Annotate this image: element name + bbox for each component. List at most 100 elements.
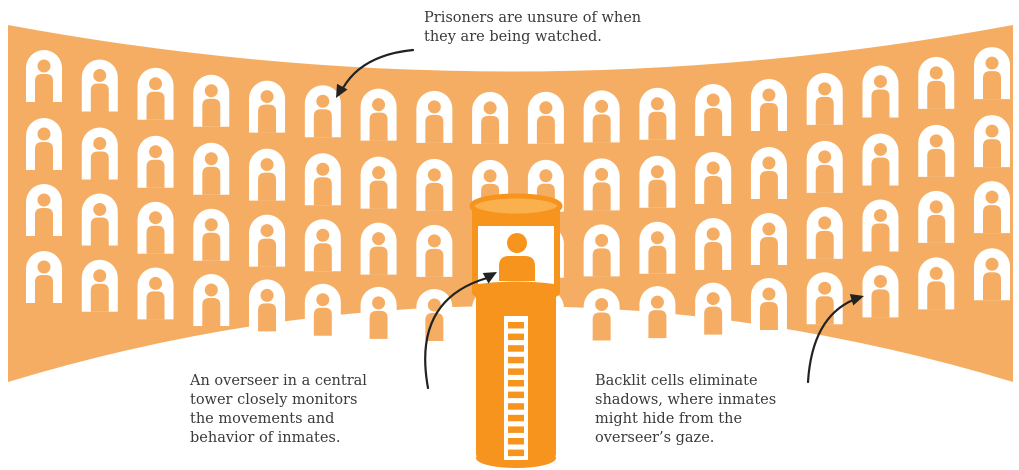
annotation-backlit-cells: Backlit cells eliminate shadows, where i…: [595, 372, 776, 448]
prison-cell: [974, 248, 1010, 301]
annotation-prisoners-unsure: Prisoners are unsure of when they are be…: [424, 9, 641, 47]
prison-cell: [974, 47, 1010, 100]
annotation-line: tower closely monitors: [190, 392, 358, 408]
inmate-icon: [927, 134, 946, 177]
prison-cell: [639, 286, 676, 339]
annotation-line: An overseer in a central: [190, 373, 367, 389]
inmate-icon: [146, 276, 165, 320]
prison-cell: [26, 251, 62, 303]
prison-cell: [304, 85, 341, 138]
prison-cell: [583, 90, 620, 143]
inmate-icon: [425, 234, 444, 277]
inmate-icon: [759, 222, 778, 266]
annotation-line: might hide from the: [595, 411, 743, 427]
inmate-icon: [983, 190, 1001, 234]
prison-cell: [862, 265, 899, 318]
inmate-icon: [592, 99, 611, 143]
inmate-icon: [592, 233, 611, 277]
inmate-icon: [759, 287, 778, 330]
inmate-icon: [704, 227, 723, 271]
inmate-icon: [258, 90, 277, 133]
annotation-arrows: [336, 48, 864, 390]
inmate-icon: [146, 145, 165, 188]
prison-cell: [26, 50, 62, 102]
prison-cell: [695, 218, 732, 271]
inmate-icon: [369, 98, 388, 141]
prison-cell: [750, 213, 787, 266]
prison-cell: [416, 224, 453, 277]
prison-cell: [249, 279, 286, 332]
prison-cell: [918, 56, 955, 109]
prison-cell: [304, 283, 341, 336]
prison-cell: [750, 277, 787, 330]
inmate-icon: [90, 68, 109, 112]
inmate-icon: [35, 127, 53, 170]
inmate-icon: [202, 84, 221, 127]
tower-ledge: [472, 284, 560, 302]
inmate-icon: [648, 231, 667, 274]
inmate-icon: [369, 232, 388, 275]
inmate-icon: [202, 283, 221, 326]
central-watch-tower: [469, 193, 563, 468]
inmate-icon: [425, 298, 444, 341]
inmate-icon: [648, 97, 667, 140]
prison-cell: [806, 272, 843, 325]
prison-cell: [81, 259, 118, 312]
inmate-icon: [592, 167, 611, 211]
prison-cell: [695, 152, 732, 205]
prison-cell: [137, 67, 174, 120]
prison-cell: [137, 267, 174, 320]
annotation-line: overseer’s gaze.: [595, 430, 715, 446]
inmate-icon: [258, 224, 277, 267]
inmate-icon: [536, 101, 555, 144]
arrow-icon: [806, 293, 864, 384]
inmate-icon: [648, 295, 667, 339]
inmate-icon: [35, 260, 53, 303]
inmate-icon: [425, 168, 444, 211]
prison-cell: [249, 80, 286, 133]
prison-cell: [862, 199, 899, 252]
prison-cell: [583, 224, 620, 277]
prison-cell: [360, 222, 397, 275]
inmate-icon: [927, 66, 946, 109]
inmate-icon: [871, 142, 890, 186]
prison-cell: [695, 84, 732, 137]
prison-cell: [193, 142, 230, 195]
prison-cell: [193, 74, 230, 127]
inmate-icon: [983, 124, 1001, 168]
prison-cell: [806, 140, 843, 193]
inmate-icon: [90, 136, 109, 180]
prison-cell: [137, 201, 174, 254]
inmate-icon: [759, 88, 778, 132]
inmate-icon: [704, 93, 723, 137]
prison-cell: [304, 153, 341, 206]
inmate-icon: [202, 152, 221, 195]
prison-cell: [583, 288, 620, 341]
prison-cell: [806, 72, 843, 125]
prison-cell: [360, 286, 397, 339]
prison-cell: [639, 87, 676, 140]
prison-cell: [862, 65, 899, 118]
prison-cell: [360, 88, 397, 141]
inmate-icon: [202, 218, 221, 261]
annotation-overseer-tower: An overseer in a central tower closely m…: [190, 372, 367, 448]
prison-cell: [249, 148, 286, 201]
prison-cell: [416, 158, 453, 211]
inmate-icon: [815, 82, 834, 125]
prison-cell: [193, 208, 230, 261]
prison-cell: [583, 158, 620, 211]
inmate-icon: [425, 100, 444, 143]
arrow-icon: [424, 272, 497, 390]
prison-cell: [249, 214, 286, 267]
inmate-icon: [258, 288, 277, 332]
arrow-icon: [336, 48, 415, 98]
prison-cell: [26, 184, 62, 236]
prison-cell: [193, 273, 230, 326]
inmate-icon: [815, 281, 834, 325]
annotation-line: Backlit cells eliminate: [595, 373, 758, 389]
inmate-icon: [90, 202, 109, 246]
inmate-icon: [258, 158, 277, 201]
prison-cell: [81, 127, 118, 180]
tower-roof: [469, 193, 563, 219]
